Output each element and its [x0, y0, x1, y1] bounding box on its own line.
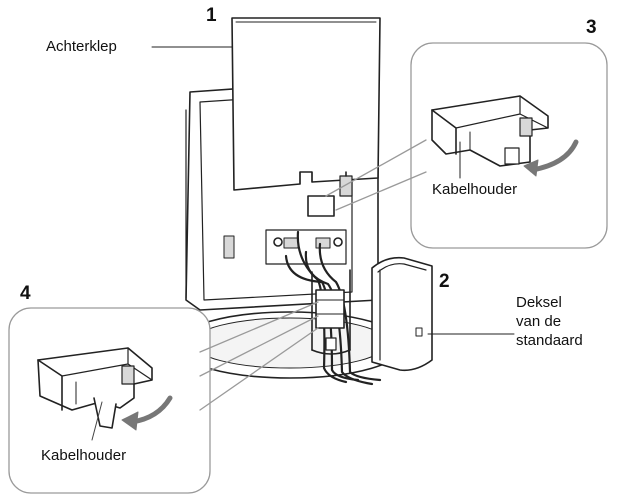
leader-lines: [91, 46, 515, 441]
cable-holder-detail-bottom: [37, 347, 153, 429]
label-cable-holder-top: Kabelhouder: [432, 181, 518, 198]
step-number-2: 2: [439, 271, 450, 292]
label-stand-cover-line-3: standaard: [516, 332, 583, 349]
rotate-arrow-3: [523, 139, 579, 177]
label-stand-cover-line-2: van de: [516, 313, 562, 330]
label-stand-cover: Deksel van de standaard: [516, 293, 583, 350]
cable-holder-detail-top: [431, 95, 549, 167]
step-number-4: 4: [20, 283, 31, 304]
label-stand-cover-line-1: Deksel: [516, 294, 562, 311]
cable-holder-on-stand: [315, 289, 345, 351]
label-cable-holder-bottom: Kabelhouder: [41, 447, 127, 464]
stand-cover-part: [371, 256, 433, 372]
back-cover-panel: [231, 17, 381, 191]
rotate-arrow-4: [121, 395, 173, 431]
label-back-cover: Achterklep: [46, 38, 117, 55]
step-number-3: 3: [586, 17, 597, 38]
step-number-1: 1: [206, 5, 217, 26]
connector-block: [307, 171, 353, 217]
